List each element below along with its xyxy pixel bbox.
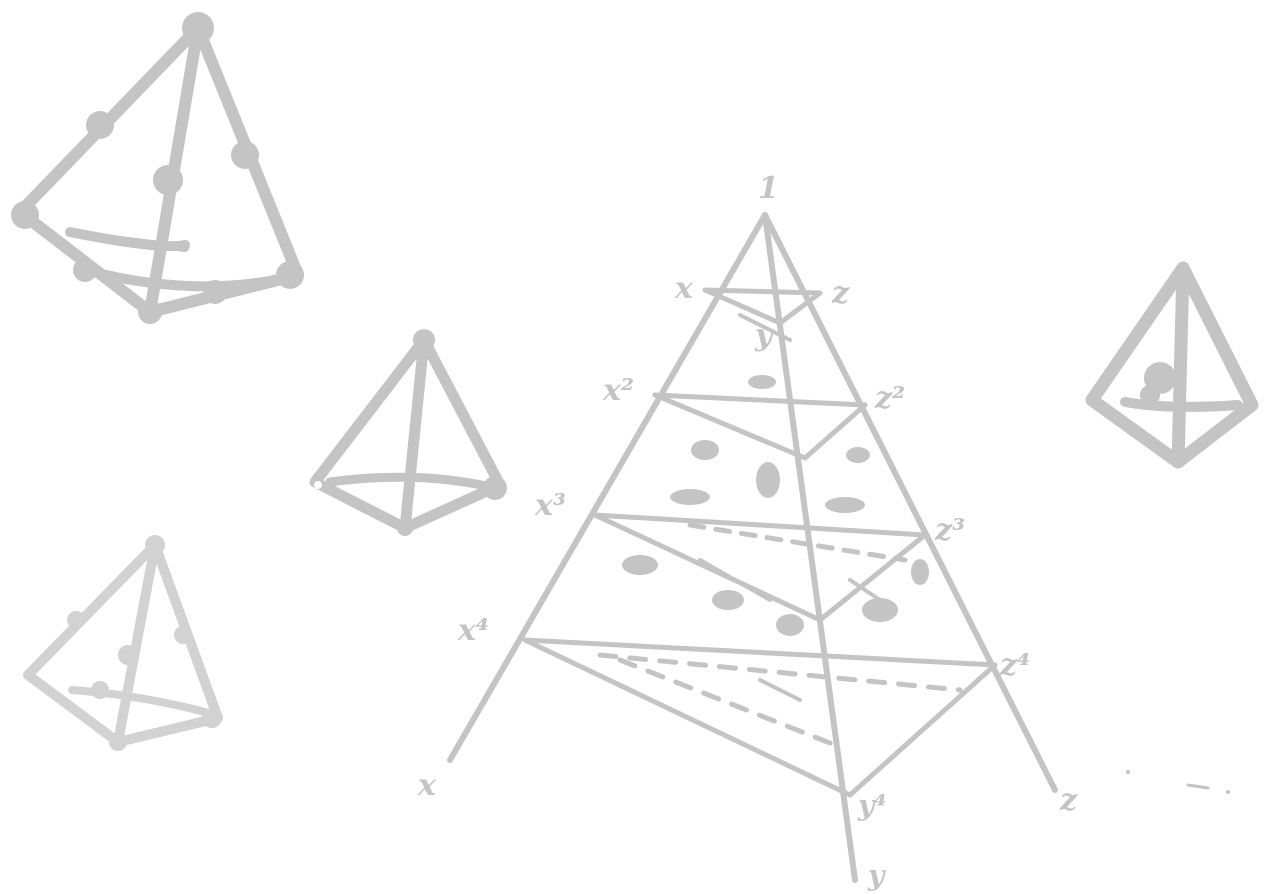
right-label-3: z³ bbox=[934, 513, 965, 548]
left-label-3: x³ bbox=[534, 488, 566, 523]
right-label-5: z bbox=[1059, 783, 1078, 818]
left-label-2: x² bbox=[602, 373, 634, 408]
tetrahedron-right bbox=[1092, 268, 1252, 462]
left-label-1: x bbox=[674, 271, 694, 306]
left-label-4: x⁴ bbox=[457, 613, 489, 648]
center-label-3: y bbox=[867, 859, 886, 892]
tetrahedron-top-left bbox=[11, 12, 304, 324]
stray-marks bbox=[1126, 770, 1230, 794]
apex-label: 1 bbox=[758, 171, 779, 206]
right-label-1: z bbox=[831, 276, 850, 311]
left-label-5: x bbox=[417, 768, 437, 803]
center-label-1: y bbox=[754, 318, 775, 353]
tetrahedron-middle-left bbox=[314, 329, 507, 536]
right-label-2: z² bbox=[874, 381, 905, 416]
center-label-2: y⁴ bbox=[857, 789, 887, 822]
right-label-4: z⁴ bbox=[999, 648, 1030, 683]
main-pyramid: 1 x x² x³ x⁴ x z z² z³ z⁴ z y y⁴ y bbox=[417, 171, 1078, 892]
tetrahedron-bottom-left bbox=[28, 535, 222, 751]
